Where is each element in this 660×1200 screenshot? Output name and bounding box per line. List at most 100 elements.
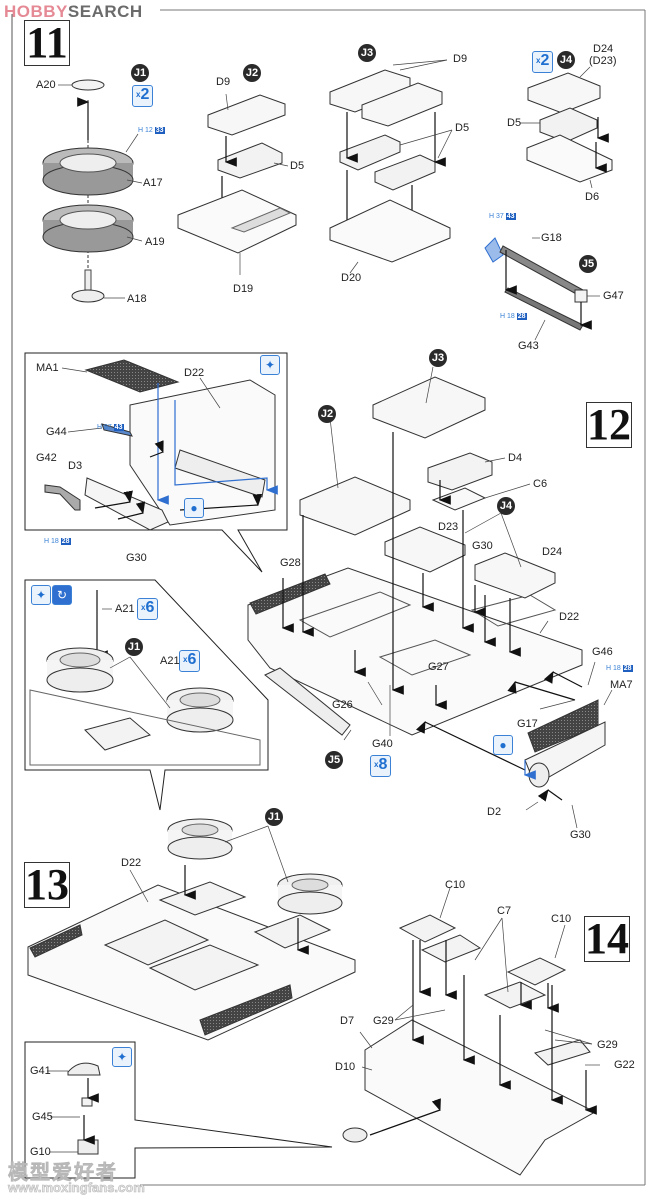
quantity-badge-x2-j4: x2 xyxy=(532,51,554,73)
marker-j1: J1 xyxy=(131,64,149,82)
paint-callout-h37-43-inset: H 37 43 xyxy=(97,424,124,431)
part-label-g41: G41 xyxy=(30,1065,51,1077)
quantity-value: 2 xyxy=(140,86,150,103)
step13-assembly xyxy=(27,818,356,1041)
quantity-value: 6 xyxy=(187,651,197,668)
paint-callout-h18-28-g46: H 18 28 xyxy=(606,665,633,672)
x-prefix: x xyxy=(374,760,379,769)
part-label-d9: D9 xyxy=(216,76,231,88)
part-label-g30-d2: G30 xyxy=(570,829,591,841)
step11-j4-box xyxy=(520,66,613,189)
part-label-d24-main: D24 xyxy=(542,546,563,558)
marker-j4-step12: J4 xyxy=(497,497,515,515)
paint-number: 28 xyxy=(516,313,527,320)
part-label-g27: G27 xyxy=(428,661,449,673)
part-label-d6: D6 xyxy=(585,191,600,203)
part-label-g28: G28 xyxy=(280,557,301,569)
part-label-d5: D5 xyxy=(290,160,305,172)
part-label-a19: A19 xyxy=(145,236,165,248)
marker-j5-step12: J5 xyxy=(325,751,343,769)
step13-inset xyxy=(24,1041,333,1179)
part-label-g26: G26 xyxy=(332,699,353,711)
step-number-14: 14 xyxy=(584,914,630,963)
part-label-a17: A17 xyxy=(143,177,163,189)
x-prefix: x xyxy=(141,603,146,612)
quantity-badge-x2: x2 xyxy=(132,85,154,107)
part-label-d22-main: D22 xyxy=(559,611,580,623)
step11-j3-box xyxy=(329,59,453,274)
paint-code: H 37 xyxy=(489,213,504,220)
part-label-g40: G40 xyxy=(372,738,393,750)
part-label-d20: D20 xyxy=(341,272,362,284)
part-label-d23-alt: (D23) xyxy=(589,55,617,67)
part-label-g29-b: G29 xyxy=(597,1039,618,1051)
step11-wheel-assembly xyxy=(42,79,143,303)
paint-code: H 18 xyxy=(500,313,515,320)
x-prefix: x xyxy=(183,655,188,664)
part-label-d5-j3: D5 xyxy=(455,122,470,134)
part-label-d24: D24 xyxy=(593,43,614,55)
brand-part1: HOBBY xyxy=(4,2,68,21)
glue-drop-icon: ● xyxy=(493,735,513,755)
paint-number: 33 xyxy=(154,127,165,134)
part-label-c7: C7 xyxy=(497,905,512,917)
part-label-ma7: MA7 xyxy=(610,679,633,691)
step12-inset2 xyxy=(24,579,269,811)
paint-brush-icon: ✦ xyxy=(31,585,51,605)
part-label-d23: D23 xyxy=(438,521,459,533)
part-label-a18: A18 xyxy=(127,293,147,305)
glue-drop-icon: ● xyxy=(184,498,204,518)
paint-callout-h12-33: H 12 33 xyxy=(138,127,165,134)
part-label-c10: C10 xyxy=(445,879,466,891)
part-label-d5-j4: D5 xyxy=(507,117,522,129)
x-prefix: x xyxy=(536,56,541,65)
part-label-a20: A20 xyxy=(36,79,56,91)
quantity-value: 6 xyxy=(145,599,155,616)
part-label-d7: D7 xyxy=(340,1015,355,1027)
part-label-a21: A21 xyxy=(115,603,135,615)
step14-assembly xyxy=(342,887,600,1176)
paint-callout-h37-43: H 37 43 xyxy=(489,213,516,220)
quantity-badge-x6: x6 xyxy=(137,598,159,620)
paint-callout-h18-28: H 18 28 xyxy=(500,313,527,320)
part-label-a21-b: A21 xyxy=(160,655,180,667)
quantity-badge-x8: x8 xyxy=(370,755,392,777)
part-label-c6: C6 xyxy=(533,478,548,490)
part-label-d22-inset: D22 xyxy=(184,367,205,379)
marker-j1-inset: J1 xyxy=(125,638,143,656)
paint-brush-icon: ✦ xyxy=(112,1047,132,1067)
watermark-url: www.moxingfans.com xyxy=(8,1180,145,1196)
paint-number: 28 xyxy=(622,665,633,672)
part-label-g18: G18 xyxy=(541,232,562,244)
part-label-g30-main: G30 xyxy=(472,540,493,552)
part-label-g44: G44 xyxy=(46,426,67,438)
part-label-d3: D3 xyxy=(68,460,83,472)
part-label-g17: G17 xyxy=(517,718,538,730)
marker-j2-step12: J2 xyxy=(318,405,336,423)
rotate-view-icon: ↻ xyxy=(52,585,72,605)
marker-j1-step13: J1 xyxy=(265,808,283,826)
hobbysearch-logo: HOBBYSEARCH xyxy=(4,2,143,22)
brand-part2: SEARCH xyxy=(67,2,143,21)
paint-brush-icon: ✦ xyxy=(260,355,280,375)
part-label-g29: G29 xyxy=(373,1015,394,1027)
part-label-ma1: MA1 xyxy=(36,362,59,374)
step-number-11: 11 xyxy=(24,20,70,66)
paint-callout-h18-28-inset: H 18 28 xyxy=(44,538,71,545)
part-label-c10-b: C10 xyxy=(551,913,572,925)
part-label-d10: D10 xyxy=(335,1061,356,1073)
part-label-g45: G45 xyxy=(32,1111,53,1123)
step11-j2-box xyxy=(177,93,297,275)
quantity-value: 2 xyxy=(540,52,550,69)
step12-inset1 xyxy=(24,352,288,573)
quantity-value: 8 xyxy=(378,756,388,773)
part-label-g42: G42 xyxy=(36,452,57,464)
part-label-d9-j3: D9 xyxy=(453,53,468,65)
part-label-g43: G43 xyxy=(518,340,539,352)
paint-number: 43 xyxy=(505,213,516,220)
part-label-g47: G47 xyxy=(603,290,624,302)
step11-j5-tool xyxy=(484,237,600,341)
step12-hull-assembly xyxy=(247,366,613,829)
part-label-d19: D19 xyxy=(233,283,254,295)
marker-j2: J2 xyxy=(243,64,261,82)
